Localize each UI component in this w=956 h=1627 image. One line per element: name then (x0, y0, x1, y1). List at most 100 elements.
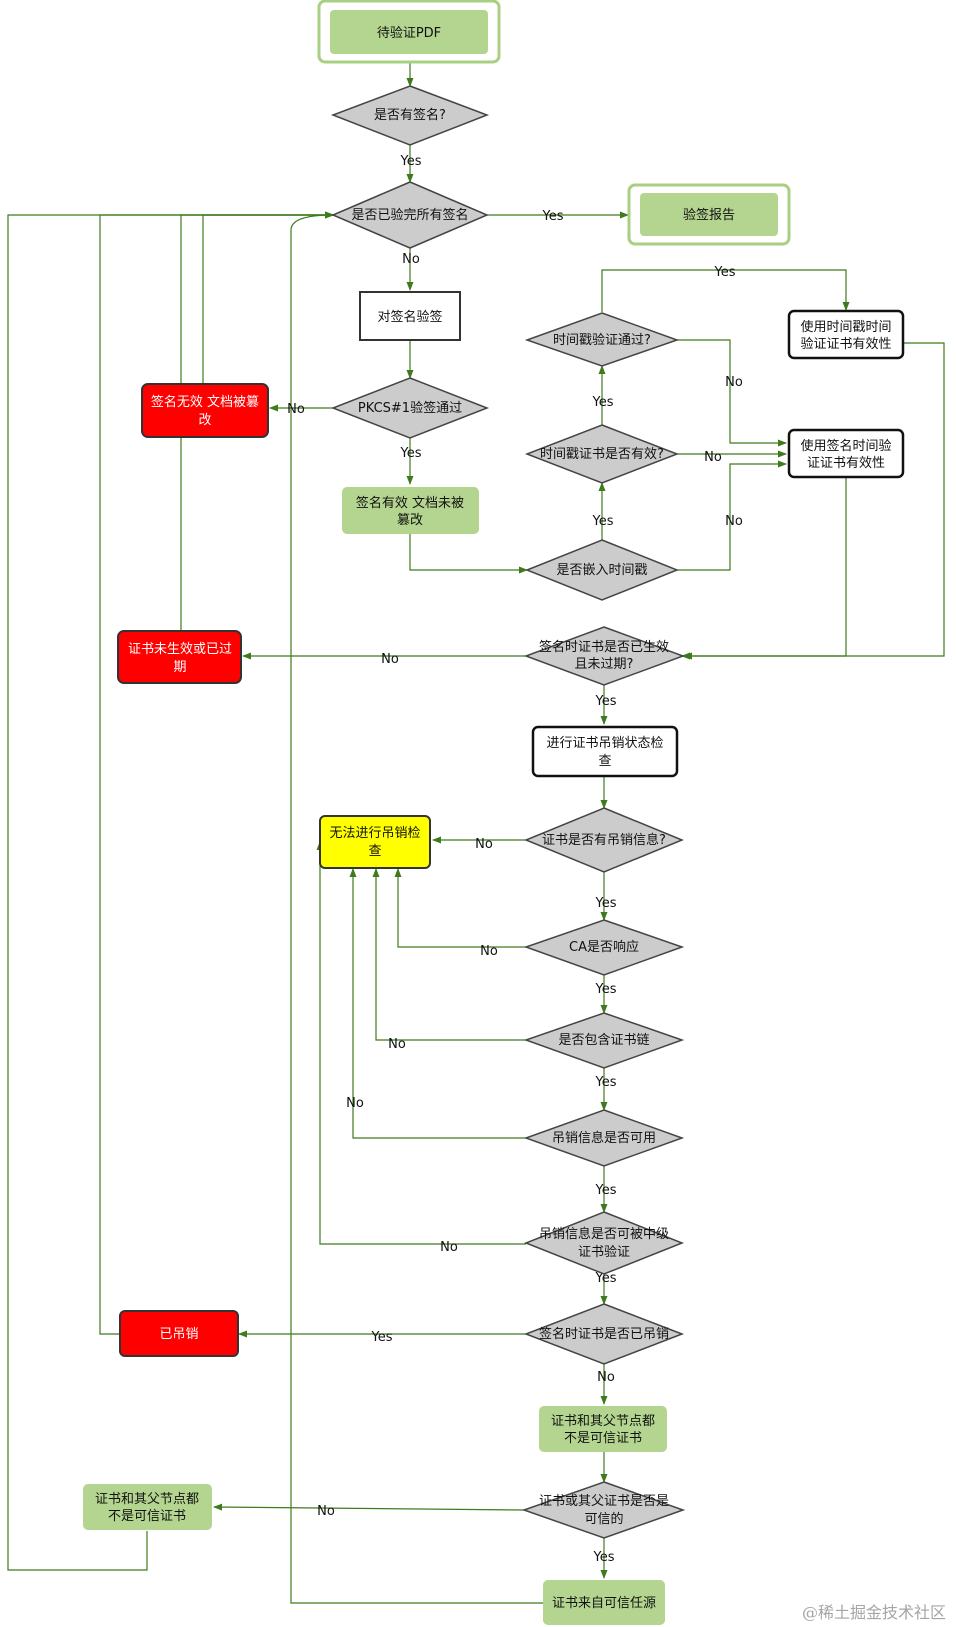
node-sig-invalid-line1: 签名无效 文档被篡 (151, 394, 259, 410)
edge-loop-revoked (99, 211, 334, 1335)
label-no-period: No (381, 652, 399, 667)
label-yes-revver: Yes (595, 1271, 617, 1286)
node-cert-expired-line2: 期 (173, 660, 186, 675)
label-yes-has-signature: Yes (400, 154, 422, 169)
label-no-ca: No (480, 944, 498, 959)
node-has-chain: 是否包含证书链 (523, 1012, 685, 1069)
node-trusted-q-line1: 证书或其父证书是否是 (539, 1494, 669, 1509)
label-no-chain: No (388, 1037, 406, 1052)
edge-labels: Yes Yes No No Yes Yes No Yes No Yes No N… (287, 154, 743, 1565)
node-use-ts-time-line1: 使用时间戳时间 (800, 319, 891, 335)
label-no-revavail: No (346, 1096, 364, 1111)
edge-tsverified-yes (601, 269, 850, 312)
label-yes-hasrev: Yes (595, 896, 617, 911)
label-yes-tsverified: Yes (714, 265, 736, 280)
label-no-embedded: No (725, 514, 743, 529)
node-revoked-at-sign-label: 签名时证书是否已吊销 (539, 1326, 669, 1342)
watermark: @稀土掘金技术社区 (801, 1603, 946, 1622)
node-pkcs1: PKCS#1验签通过 (330, 377, 490, 439)
node-untrusted-2: 证书和其父节点都 不是可信证书 (83, 1484, 212, 1530)
node-untrusted-1-line1: 证书和其父节点都 (551, 1414, 655, 1429)
edge-trusted-no (213, 1503, 525, 1511)
node-rev-verifiable-line1: 吊销信息是否可被中级 (539, 1226, 669, 1242)
node-untrusted-2-line2: 不是可信证书 (108, 1509, 186, 1524)
node-revoked: 已吊销 (119, 1310, 239, 1357)
label-no-trusted: No (317, 1504, 335, 1519)
edge-signtime-to-period (683, 477, 847, 660)
node-verify-each-label: 对签名验签 (377, 309, 442, 325)
label-no-hasrev: No (475, 837, 493, 852)
node-use-sign-time-line2: 证证书有效性 (807, 456, 885, 471)
label-no-tscert: No (704, 450, 722, 465)
node-cert-expired: 证书未生效或已过 期 (117, 630, 242, 684)
node-untrusted-1-line2: 不是可信证书 (564, 1431, 642, 1446)
node-ts-verified: 时间戳验证通过? (524, 312, 680, 367)
node-trusted-q-line2: 可信的 (584, 1511, 623, 1527)
node-ts-cert-valid-label: 时间戳证书是否有效? (540, 447, 664, 462)
node-cannot-check: 无法进行吊销检 查 (319, 815, 431, 869)
node-rev-available-label: 吊销信息是否可用 (552, 1130, 656, 1146)
node-sig-valid-line2: 篡改 (397, 512, 423, 528)
node-revocation-check-line2: 查 (598, 754, 611, 769)
edge-embedded-no (677, 460, 787, 571)
node-verify-each: 对签名验签 (359, 291, 461, 341)
node-use-sign-time: 使用签名时间验 证证书有效性 (787, 428, 905, 479)
node-embedded-ts-label: 是否嵌入时间戳 (556, 563, 647, 578)
node-untrusted-2-line1: 证书和其父节点都 (95, 1492, 199, 1507)
node-use-sign-time-line1: 使用签名时间验 (800, 438, 891, 454)
node-rev-available: 吊销信息是否可用 (523, 1109, 685, 1167)
node-report-label: 验签报告 (683, 207, 735, 223)
edge-loop-untrusted (7, 211, 334, 1571)
node-use-ts-time: 使用时间戳时间 验证证书有效性 (787, 309, 905, 360)
edge-loop-sig-invalid (202, 211, 334, 384)
node-sig-valid: 签名有效 文档未被 篡改 (342, 487, 479, 534)
node-has-signature: 是否有签名? (330, 85, 490, 146)
node-embedded-ts: 是否嵌入时间戳 (524, 539, 680, 601)
node-cannot-check-line2: 查 (368, 844, 381, 859)
node-cert-period-line1: 签名时证书是否已生效 (539, 639, 669, 655)
node-pkcs1-label: PKCS#1验签通过 (358, 400, 462, 416)
node-revocation-check: 进行证书吊销状态检 查 (531, 725, 679, 778)
node-rev-verifiable: 吊销信息是否可被中级 证书验证 (523, 1211, 685, 1275)
node-sig-valid-line1: 签名有效 文档未被 (356, 495, 464, 511)
node-ca-responds-label: CA是否响应 (569, 939, 639, 955)
node-all-verified-label: 是否已验完所有签名 (351, 207, 468, 223)
edge-chain-no (372, 868, 526, 1041)
label-no-tsverified: No (725, 375, 743, 390)
node-trusted-source-label: 证书来自可信任源 (552, 1596, 656, 1611)
label-yes-report: Yes (542, 209, 564, 224)
edge-tsverified-no (677, 339, 787, 447)
node-cert-period-line2: 且未过期? (575, 657, 634, 672)
label-no-pkcs1: No (287, 402, 305, 417)
label-yes-pkcs1: Yes (400, 446, 422, 461)
label-no-revver: No (440, 1240, 458, 1255)
node-revoked-at-sign: 签名时证书是否已吊销 (523, 1303, 685, 1365)
node-use-ts-time-line2: 验证证书有效性 (800, 336, 891, 352)
node-has-chain-label: 是否包含证书链 (558, 1032, 649, 1048)
label-yes-revsign: Yes (371, 1330, 393, 1345)
node-has-rev-info-label: 证书是否有吊销信息? (542, 832, 666, 848)
node-rev-verifiable-line2: 证书验证 (578, 1244, 630, 1260)
edge-ca-no (394, 868, 526, 948)
node-has-signature-label: 是否有签名? (374, 107, 446, 123)
label-no-revsign: No (597, 1370, 615, 1385)
label-yes-ca: Yes (595, 982, 617, 997)
label-yes-chain: Yes (595, 1075, 617, 1090)
node-all-verified: 是否已验完所有签名 (331, 181, 489, 249)
label-yes-revavail: Yes (595, 1183, 617, 1198)
edge-valid-to-embedded (409, 534, 528, 574)
node-cert-expired-line1: 证书未生效或已过 (128, 642, 232, 657)
node-revoked-label: 已吊销 (159, 1327, 198, 1342)
edges (7, 63, 945, 1604)
node-revocation-check-line1: 进行证书吊销状态检 (546, 736, 663, 751)
node-ca-responds: CA是否响应 (523, 919, 685, 976)
node-start-label: 待验证PDF (377, 25, 441, 41)
node-has-rev-info: 证书是否有吊销信息? (524, 807, 684, 873)
label-yes-trusted: Yes (593, 1550, 615, 1565)
label-yes-period: Yes (595, 694, 617, 709)
node-ts-verified-label: 时间戳验证通过? (553, 332, 651, 348)
node-cert-period: 签名时证书是否已生效 且未过期? (523, 626, 686, 686)
node-ts-cert-valid: 时间戳证书是否有效? (524, 424, 680, 484)
label-yes-embedded: Yes (592, 514, 614, 529)
